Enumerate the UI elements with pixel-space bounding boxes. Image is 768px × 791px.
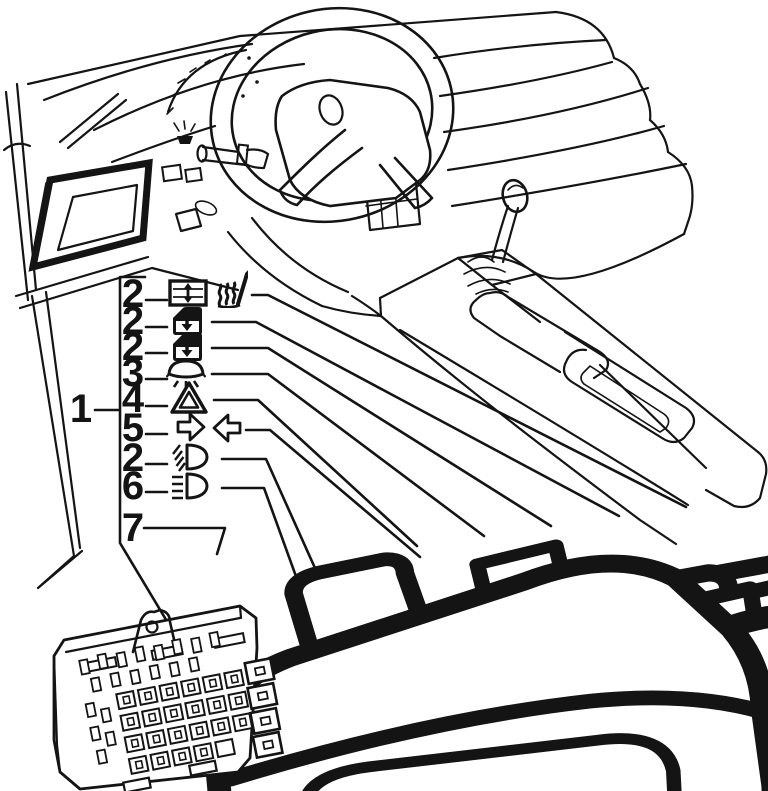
heated-rear-window-icon [168,279,208,307]
warning-lamp-icon [173,120,196,144]
leader-line [210,346,553,528]
hazard-warning-icon [170,381,208,414]
callout-row: 2 [122,325,553,528]
callout-row: 2 [122,299,621,518]
turn-signal-stalk [196,143,270,170]
gear-lever [463,178,529,295]
leader-line [210,372,486,538]
turn-signal-right-icon [176,412,206,442]
steering-wheel [209,6,455,224]
callout-row: 2 [122,268,688,509]
callout-number: 4 [122,377,145,421]
heated-seat-icon [216,268,248,308]
callout-number-1: 1 [70,387,92,431]
relays [206,535,768,791]
leader-line [212,398,419,548]
fog-light-icon [171,443,209,473]
steering-pad [274,78,432,208]
fuse-box [52,604,285,791]
car-interior-drawing [2,6,768,590]
callout-list: 1 2 2 2 3 [70,268,688,722]
callout-bracket [118,275,176,635]
headlight-icon [170,472,209,500]
callout-number: 2 [122,436,144,480]
leader-line [244,428,422,559]
center-console [378,178,768,546]
callout-number: 2 [122,272,144,316]
callout-item-7: 7 [122,506,227,556]
power-window-icon [173,333,202,361]
callout-number: 2 [122,325,144,369]
callout-number: 5 [122,406,144,450]
leader-line [142,526,227,556]
callout-number: 7 [122,506,144,550]
callout-row: 5 [122,406,422,559]
instrument-cluster [166,48,270,170]
handbrake-lever [469,291,696,444]
power-window-icon [173,307,202,335]
callout-number: 3 [122,351,144,395]
highlighted-access-panel [28,158,153,272]
callout-number: 6 [122,464,144,508]
leader-line [210,320,621,518]
callout-row: 4 [122,377,419,548]
callout-number: 2 [122,299,144,343]
callout-row: 3 [122,351,486,538]
fuse-box-interior [78,630,285,791]
small-relay [206,535,768,791]
leader-line [250,293,688,509]
turn-signal-left-icon [212,413,242,443]
mounting-tab [131,608,178,654]
interior-light-icon [166,359,206,388]
